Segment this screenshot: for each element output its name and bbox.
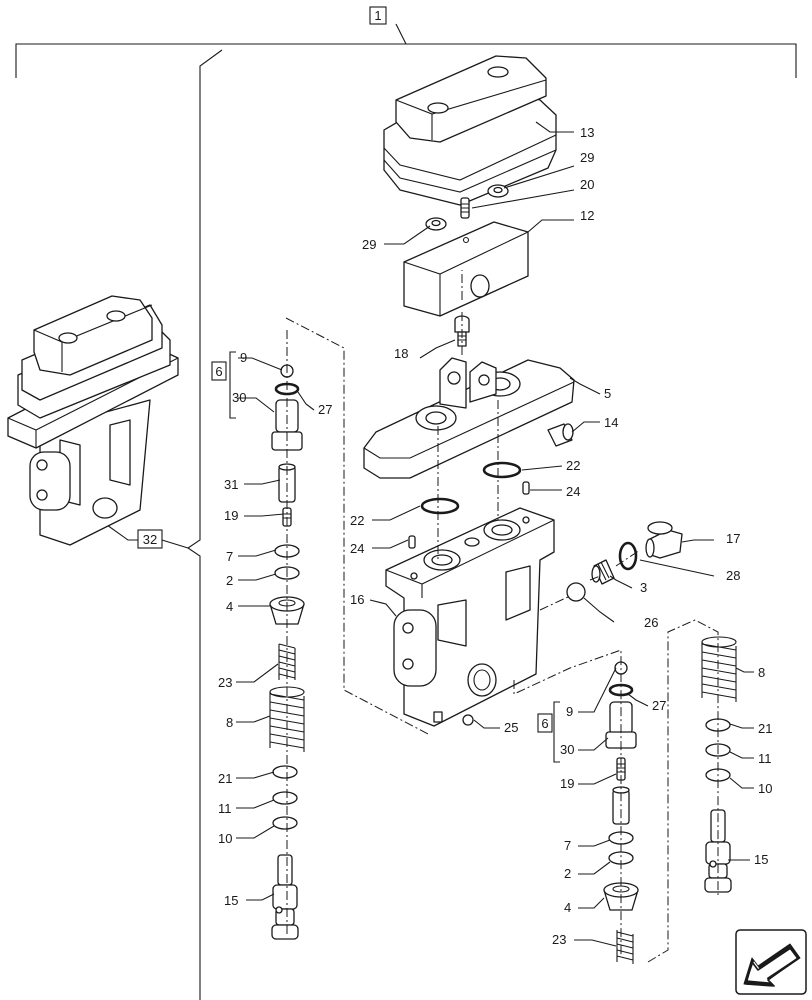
- label-24-top: 24: [566, 484, 580, 499]
- label-8-left: 8: [226, 715, 233, 730]
- dowel-pin-lower: [408, 535, 416, 549]
- label-30-left: 30: [232, 390, 246, 405]
- assembled-control-valve: [7, 295, 179, 546]
- kit-ref-left: 6: [215, 364, 222, 379]
- label-29-top: 29: [580, 150, 594, 165]
- assembly-center-lines: [285, 270, 719, 963]
- main-spring-right: [701, 636, 737, 702]
- assembly-ref-label: 1: [374, 8, 381, 23]
- kit-bracket-right: 6: [537, 701, 560, 763]
- shim-left-b: [272, 791, 298, 805]
- label-21-right: 21: [758, 721, 772, 736]
- callout-labels: 13 29 20 12 29 18 5 14 22 24 22 24 16 17…: [218, 125, 772, 947]
- label-5: 5: [604, 386, 611, 401]
- valve-body: [385, 507, 555, 727]
- label-19-left: 19: [224, 508, 238, 523]
- check-ball-large: [566, 582, 586, 602]
- small-spring-right: [616, 930, 634, 964]
- label-12: 12: [580, 208, 594, 223]
- washer-lower: [425, 217, 447, 231]
- label-24-bottom: 24: [350, 541, 364, 556]
- fitting: [591, 559, 615, 585]
- check-ball-small: [462, 714, 474, 726]
- o-ring-upper: [482, 461, 522, 479]
- label-9-right: 9: [566, 704, 573, 719]
- label-18: 18: [394, 346, 408, 361]
- previous-page-arrow-icon[interactable]: [735, 929, 807, 995]
- label-10-right: 10: [758, 781, 772, 796]
- label-20: 20: [580, 177, 594, 192]
- dowel-pin-upper: [522, 481, 530, 495]
- label-27-left: 27: [318, 402, 332, 417]
- label-14: 14: [604, 415, 618, 430]
- label-31: 31: [224, 477, 238, 492]
- label-15-right: 15: [754, 852, 768, 867]
- assembly-bracket: [15, 23, 797, 78]
- label-16: 16: [350, 592, 364, 607]
- sub-ref-box: 32: [99, 519, 189, 549]
- label-11-right: 11: [758, 751, 772, 766]
- label-9-left: 9: [240, 350, 247, 365]
- kit-ref-right: 6: [541, 716, 548, 731]
- spool-left: [271, 854, 299, 940]
- label-22-top: 22: [566, 458, 580, 473]
- label-26: 26: [644, 615, 658, 630]
- assembly-ref-box: 1: [369, 6, 387, 25]
- label-2-left: 2: [226, 573, 233, 588]
- label-22-bottom: 22: [350, 513, 364, 528]
- label-21-left: 21: [218, 771, 232, 786]
- pivot-plate: [363, 357, 575, 479]
- label-30-right: 30: [560, 742, 574, 757]
- washer-upper: [487, 184, 509, 198]
- plunger-left: [271, 399, 303, 451]
- shim-left-c: [272, 816, 298, 830]
- label-29-bottom: 29: [362, 237, 376, 252]
- set-screw: [460, 197, 470, 219]
- plug-o-ring: [618, 541, 638, 571]
- pivot-pin: [547, 423, 574, 447]
- label-7-right: 7: [564, 838, 571, 853]
- label-11-left: 11: [218, 801, 232, 816]
- sleeve-right: [612, 786, 630, 825]
- sub-ref-label: 32: [143, 532, 157, 547]
- label-15-left: 15: [224, 893, 238, 908]
- left-group-bracket: [187, 49, 223, 1000]
- label-10-left: 10: [218, 831, 232, 846]
- shim-left-a: [272, 765, 298, 779]
- label-27-right: 27: [652, 698, 666, 713]
- label-13: 13: [580, 125, 594, 140]
- label-8-right: 8: [758, 665, 765, 680]
- label-17: 17: [726, 531, 740, 546]
- o-ring-lower: [420, 497, 460, 515]
- label-23-right: 23: [552, 932, 566, 947]
- label-23-left: 23: [218, 675, 232, 690]
- handle-block: [403, 221, 529, 317]
- label-3: 3: [640, 580, 647, 595]
- rubber-boot: [383, 55, 557, 206]
- label-28: 28: [726, 568, 740, 583]
- label-4-left: 4: [226, 599, 233, 614]
- kit-bracket-left: 6: [211, 351, 236, 419]
- label-4-right: 4: [564, 900, 571, 915]
- leader-lines: [236, 121, 754, 947]
- label-25: 25: [504, 720, 518, 735]
- label-2-right: 2: [564, 866, 571, 881]
- plug: [645, 521, 683, 559]
- label-19-right: 19: [560, 776, 574, 791]
- label-7-left: 7: [226, 549, 233, 564]
